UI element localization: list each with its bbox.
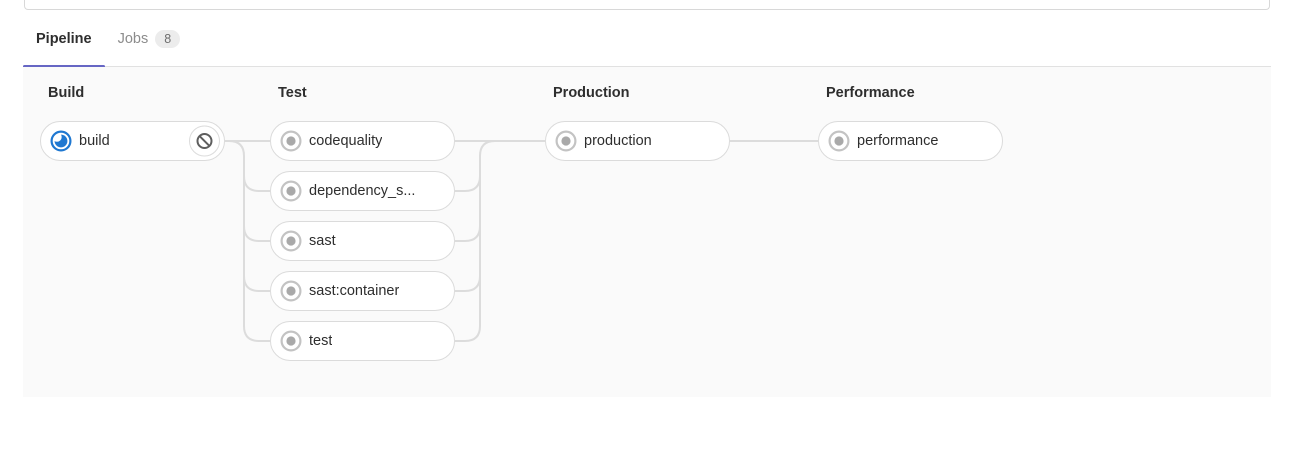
job-label: build [79,133,110,149]
job-label: sast:container [309,283,400,299]
pipeline-tab-bar: Pipeline Jobs 8 [23,12,1271,68]
job-sast-container[interactable]: sast:container [270,271,455,311]
created-status-icon [280,330,302,352]
job-build[interactable]: build [40,121,225,161]
jobs-count-badge: 8 [155,29,181,49]
job-test[interactable]: test [270,321,455,361]
job-label: codequality [309,133,383,149]
job-sast[interactable]: sast [270,221,455,261]
tab-jobs-label: Jobs [117,31,149,47]
stage-header-performance: Performance [826,85,915,101]
job-label: sast [309,233,336,249]
job-performance[interactable]: performance [818,121,1003,161]
job-label: production [584,133,652,149]
ban-icon [195,132,214,151]
created-status-icon [828,130,850,152]
job-label: dependency_s... [309,183,416,199]
created-status-icon [280,230,302,252]
tab-pipeline-label: Pipeline [36,31,92,47]
pipeline-info-box-bottom-edge [24,0,1270,10]
created-status-icon [555,130,577,152]
running-status-icon [50,130,72,152]
created-status-icon [280,130,302,152]
stage-header-build: Build [48,85,85,101]
job-codequality[interactable]: codequality [270,121,455,161]
pipeline-graph: Build build Test codequality dependency_s...… [23,67,1271,397]
cancel-job-button[interactable] [189,125,220,157]
created-status-icon [280,180,302,202]
job-label: performance [857,133,939,149]
pipeline-content: Pipeline Jobs 8 Build build Test codequalit… [23,12,1271,397]
tab-jobs[interactable]: Jobs 8 [105,12,194,66]
job-dependency-s[interactable]: dependency_s... [270,171,455,211]
tab-pipeline[interactable]: Pipeline [23,12,105,68]
stage-connector-lines [225,140,818,342]
stage-header-test: Test [278,85,307,101]
created-status-icon [280,280,302,302]
job-label: test [309,333,333,349]
job-production[interactable]: production [545,121,730,161]
stage-header-production: Production [553,85,630,101]
